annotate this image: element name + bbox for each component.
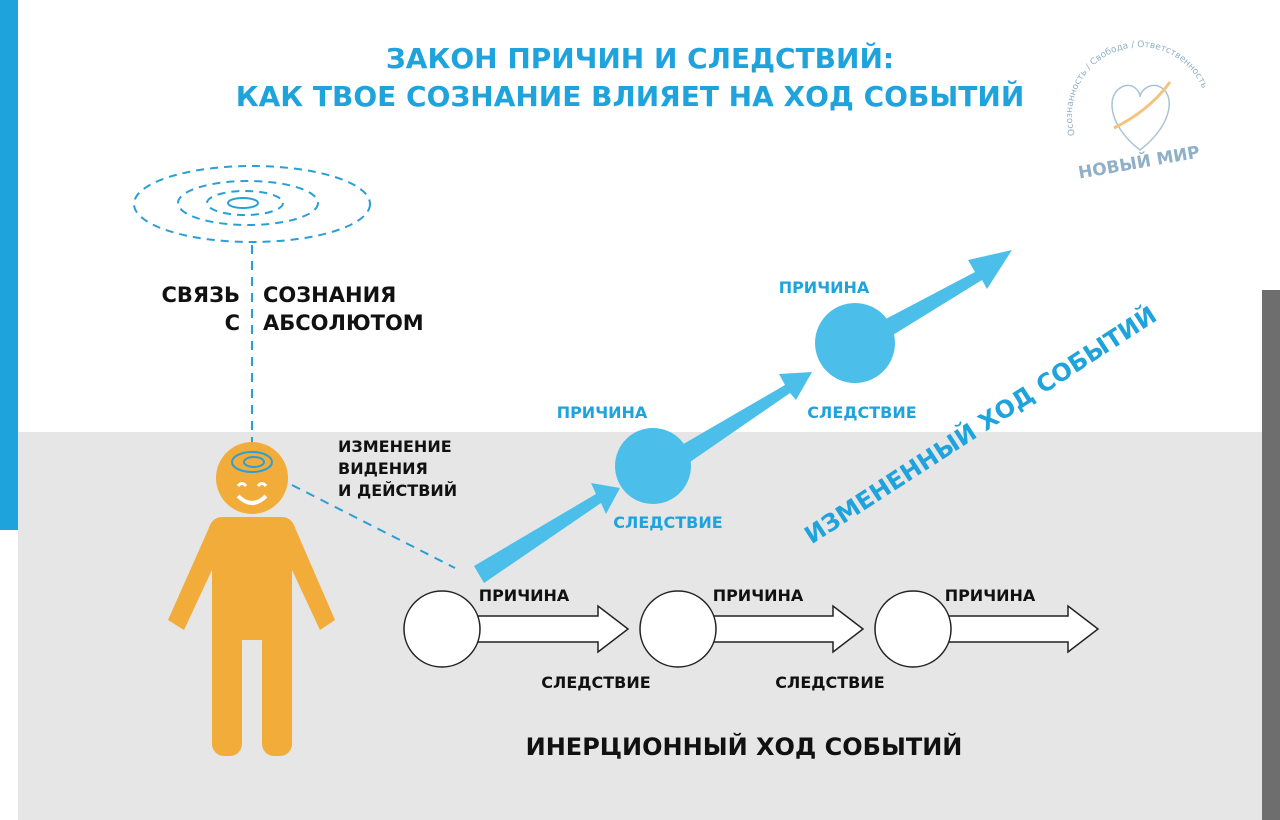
blue-circle-2 [815,303,895,383]
logo-swoosh [1113,81,1172,130]
person-head [216,442,288,514]
white-circle-3 [874,590,952,668]
logo: Осознанность / Свобода / Ответственность… [1065,40,1209,184]
connection-label-1a: СВЯЗЬ [161,283,240,307]
connection-label-2a: С [225,311,240,335]
change-label-1: ИЗМЕНЕНИЕ [338,437,452,456]
title-line-1: ЗАКОН ПРИЧИН И СЛЕДСТВИЙ: [386,41,894,75]
right-accent-bar [1262,290,1280,820]
blue-circle-1 [615,428,691,504]
hollow-arrow-3 [947,604,1100,654]
blue-arrow-1 [474,483,620,583]
white-circle-2 [639,590,717,668]
connection-label-2b: АБСОЛЮТОМ [263,311,424,335]
inertial-cause-2: ПРИЧИНА [713,586,804,605]
change-label-3: И ДЕЙСТВИЙ [338,481,457,500]
change-connection-line [291,484,456,569]
left-accent-bar [0,0,18,530]
changed-cause-1: ПРИЧИНА [557,403,648,422]
person-figure [168,442,335,756]
hollow-arrow-2 [712,604,865,654]
connection-label-1b: СОЗНАНИЯ [263,283,396,307]
inertial-cause-3: ПРИЧИНА [945,586,1036,605]
blue-arrow-2 [680,372,812,462]
white-circle-1 [403,590,481,668]
changed-cause-2: ПРИЧИНА [779,278,870,297]
logo-name: НОВЫЙ МИР [1076,141,1201,184]
changed-effect-1: СЛЕДСТВИЕ [613,513,722,532]
change-label-2: ВИДЕНИЯ [338,459,428,478]
hollow-arrow-1 [477,604,630,654]
blue-arrow-3 [880,250,1012,338]
logo-arc-text: Осознанность / Свобода / Ответственность [1065,40,1209,137]
inertial-effect-1: СЛЕДСТВИЕ [541,673,650,692]
heart-globe-icon [1111,84,1170,151]
inertial-effect-2: СЛЕДСТВИЕ [775,673,884,692]
changed-effect-2: СЛЕДСТВИЕ [807,403,916,422]
inertial-course-chain [403,590,1100,668]
absolute-spiral-icon [133,165,371,243]
title-line-2: КАК ТВОЕ СОЗНАНИЕ ВЛИЯЕТ НА ХОД СОБЫТИЙ [236,79,1025,113]
inertial-course-label: ИНЕРЦИОННЫЙ ХОД СОБЫТИЙ [526,732,963,761]
inertial-cause-1: ПРИЧИНА [479,586,570,605]
logo-arc-text-wrap: Осознанность / Свобода / Ответственность [1065,40,1209,137]
changed-course-chain [474,250,1012,583]
